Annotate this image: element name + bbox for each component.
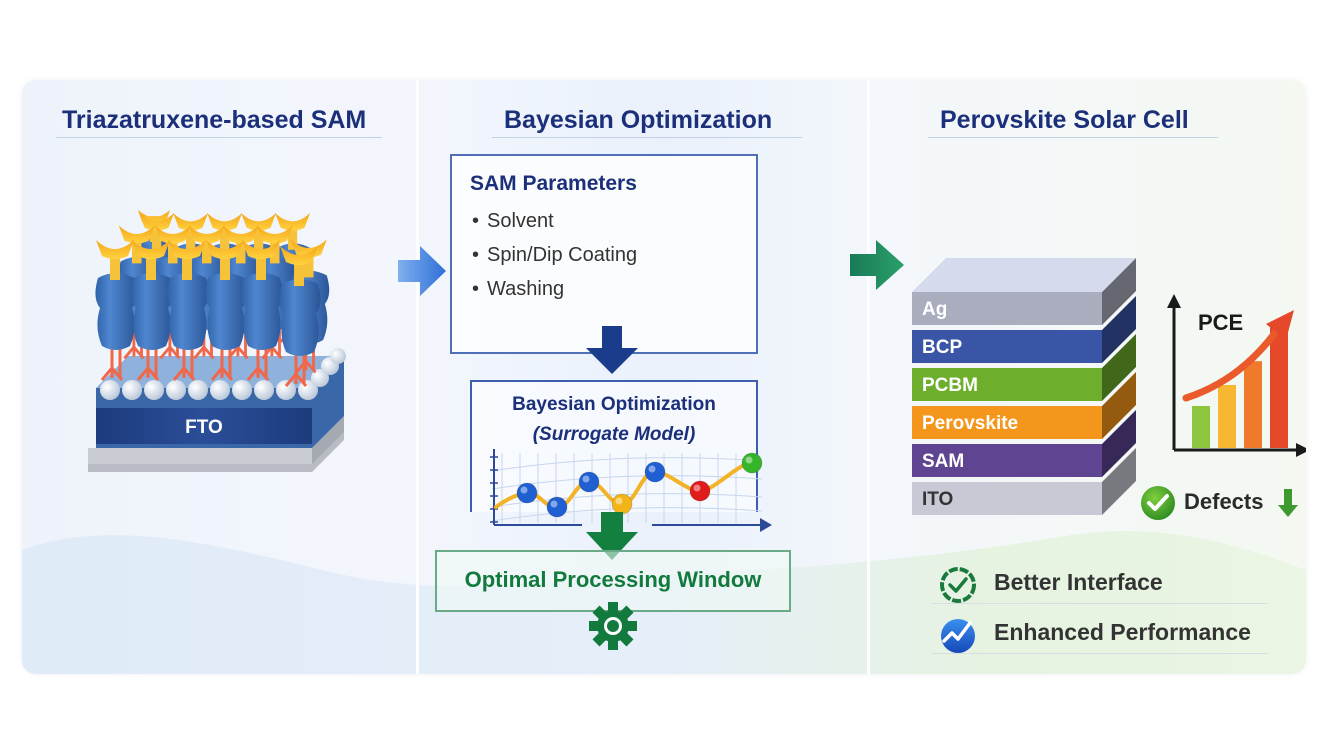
arrow-down-green-icon [586,512,638,560]
badge-check-icon [940,567,976,603]
arrow-right-green-icon [850,240,904,290]
sam-molecule [279,246,321,387]
sample-point [516,482,538,504]
arrow-down-small-icon [1278,489,1298,517]
layer-label: Ag [922,299,947,320]
right-panel-title: Perovskite Solar Cell [940,106,1189,134]
sample-point [611,493,633,515]
arrow-right-icon [398,246,446,296]
feature-divider [932,603,1268,604]
arrow-down-icon [586,326,638,374]
feature-better-interface: Better Interface [994,569,1163,595]
layer-perovskite: Perovskite [912,372,1136,439]
surrogate-model-plot [490,449,772,532]
layer-ag: Ag [912,258,1136,325]
sample-point-highlight [648,465,656,473]
sam-molecule [241,240,283,381]
surrogate-model-title: Bayesian Optimization [512,394,716,415]
param-item: Washing [472,278,564,301]
layer-label: ITO [922,489,953,510]
pce-chart: PCE [1167,294,1306,457]
panel-divider-2 [867,80,870,674]
pce-bar [1192,406,1210,448]
sample-point [546,496,568,518]
diagram-card: Triazatruxene-based SAM [22,80,1306,674]
sample-point-highlight [550,500,558,508]
layer-label: PCBM [922,375,978,396]
param-item: Spin/Dip Coating [472,244,637,267]
defects-label: Defects [1184,489,1264,514]
sam-molecule [167,240,209,381]
sam-molecule [95,240,137,381]
feature-divider [932,653,1268,654]
middle-title-underline [492,137,802,138]
pce-bar [1270,324,1288,448]
device-layer-stack: ITO SAM Perovskite PCBM BCP Ag [912,258,1136,515]
pce-bar [1218,385,1236,448]
panel-divider-1 [416,80,419,674]
sam-parameters-title: SAM Parameters [470,172,637,195]
sample-point-highlight [520,486,528,494]
pce-x-arrow [1296,443,1306,457]
gear-icon [589,602,637,650]
defects-row: Defects [1140,483,1306,523]
sample-point-highlight [615,497,623,505]
layer-label: SAM [922,451,964,472]
sample-point [578,471,600,493]
feature-enhanced-performance: Enhanced Performance [994,619,1251,645]
pce-trend-arrow [1182,322,1284,402]
pce-trend-arrowhead [1266,310,1294,340]
sample-point [741,452,763,474]
sam-parameters-box: SAM Parameters Solvent Spin/Dip Coating … [450,154,758,354]
sample-point-highlight [582,475,590,483]
sample-point-highlight [693,484,701,492]
pce-y-arrow [1167,294,1181,308]
sam-molecule [205,240,247,381]
performance-chart-icon [941,619,975,653]
sam-molecule [131,240,173,381]
layer-sam: SAM [912,410,1136,477]
right-title-underline [928,137,1218,138]
layer-bcp: BCP [912,296,1136,363]
middle-panel-title: Bayesian Optimization [504,106,773,134]
optimal-window-box: Optimal Processing Window [435,550,791,612]
sample-point-highlight [745,456,753,464]
pce-bar [1244,361,1262,448]
sample-point [644,461,666,483]
sam-molecule-illustration: FTO [88,210,346,472]
x-axis-arrow [760,518,772,532]
left-title-underline [56,137,382,138]
surrogate-model-subtitle: (Surrogate Model) [532,424,696,445]
check-circle-icon [1141,486,1175,520]
left-panel-title: Triazatruxene-based SAM [62,106,367,134]
layer-label: Perovskite [922,413,1018,434]
layer-label: BCP [922,337,962,358]
layer-pcbm: PCBM [912,334,1136,401]
fto-label: FTO [185,417,223,438]
param-item: Solvent [472,210,554,233]
sample-point [689,480,711,502]
pce-label: PCE [1198,310,1243,335]
optimal-window-label: Optimal Processing Window [464,567,762,592]
layer-ito: ITO [912,448,1136,515]
